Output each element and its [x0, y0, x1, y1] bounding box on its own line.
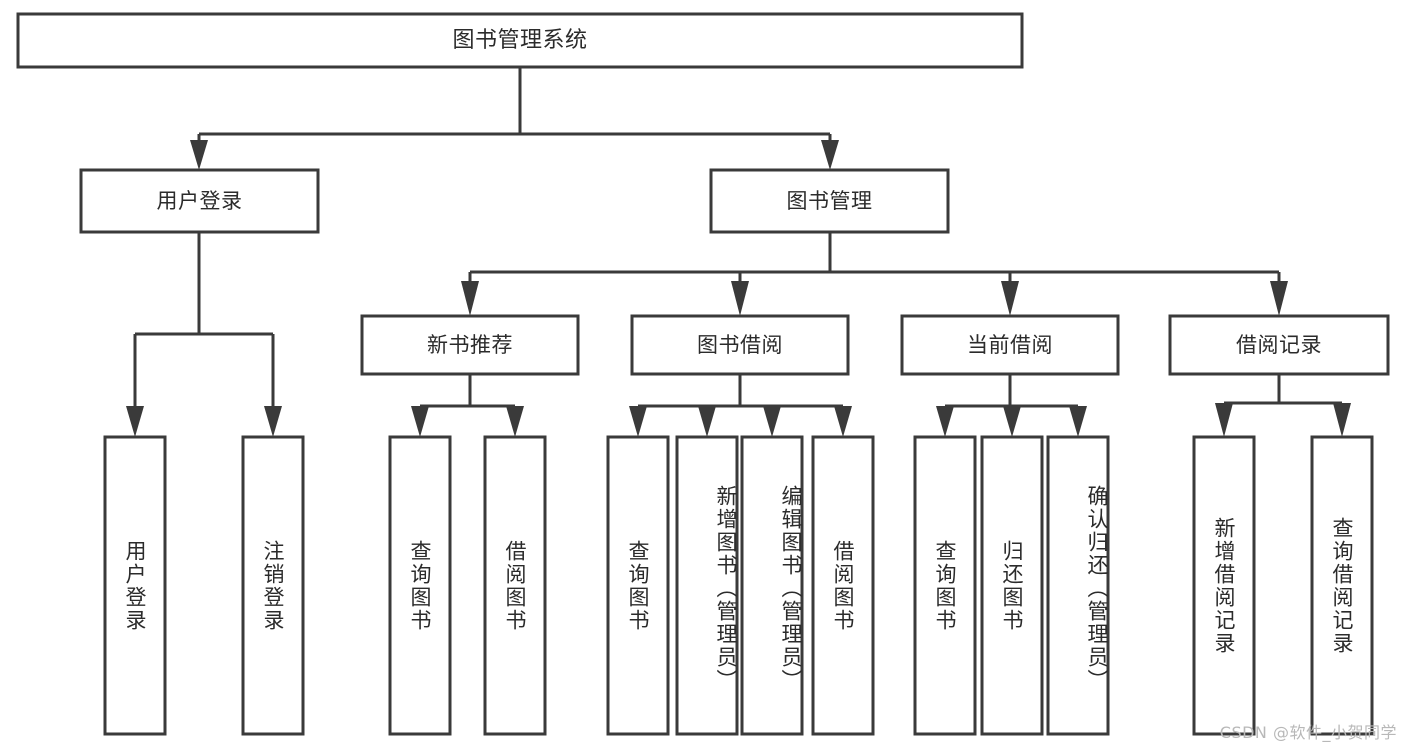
node-box-leaf-current-borrow-2[interactable]: [980, 435, 1044, 736]
node-box-leaf-current-borrow-3[interactable]: [1046, 435, 1110, 736]
node-box-leaf-user-login-2[interactable]: [241, 435, 305, 736]
arrow-bookborrow-leaf-3: [763, 406, 781, 437]
node-box-leaf-borrow-record-2[interactable]: [1310, 435, 1374, 736]
arrow-bookmanage-to-book-borrow: [731, 281, 749, 316]
node-box-user-login[interactable]: [79, 168, 320, 234]
node-box-root[interactable]: [16, 12, 1024, 69]
arrow-bookmanage-to-current-borrow: [1001, 281, 1019, 316]
node-box-leaf-new-book-2[interactable]: [483, 435, 547, 736]
node-box-leaf-borrow-record-1[interactable]: [1192, 435, 1256, 736]
node-box-book-borrow[interactable]: [630, 314, 850, 376]
arrow-currentborrow-leaf-3: [1069, 406, 1087, 437]
node-box-leaf-book-borrow-4[interactable]: [811, 435, 875, 736]
arrow-borrowrecord-leaf-2: [1333, 403, 1351, 437]
arrow-bookmanage-to-borrow-record: [1270, 281, 1288, 316]
node-box-leaf-current-borrow-1[interactable]: [913, 435, 977, 736]
arrow-currentborrow-leaf-1: [936, 406, 954, 437]
connectors-group: [126, 67, 1351, 437]
watermark-text: CSDN @软件_小贺同学: [1219, 723, 1397, 742]
node-box-borrow-record[interactable]: [1168, 314, 1390, 376]
node-box-leaf-user-login-1[interactable]: [103, 435, 167, 736]
node-boxes-group: [16, 12, 1390, 736]
node-box-leaf-new-book-1[interactable]: [388, 435, 452, 736]
arrow-newbook-leaf-1: [411, 406, 429, 437]
arrow-bookborrow-leaf-4: [834, 406, 852, 437]
node-box-book-manage[interactable]: [709, 168, 950, 234]
arrow-bookborrow-leaf-2: [698, 406, 716, 437]
node-box-leaf-book-borrow-1[interactable]: [606, 435, 670, 736]
arrow-bookborrow-leaf-1: [629, 406, 647, 437]
arrow-newbook-leaf-2: [506, 406, 524, 437]
node-box-leaf-book-borrow-2[interactable]: [675, 435, 739, 736]
node-box-current-borrow[interactable]: [900, 314, 1120, 376]
arrow-userlogin-leaf-2: [264, 406, 282, 437]
node-box-leaf-book-borrow-3[interactable]: [740, 435, 804, 736]
arrow-currentborrow-leaf-2: [1003, 406, 1021, 437]
arrow-borrowrecord-leaf-1: [1215, 403, 1233, 437]
arrow-userlogin-leaf-1: [126, 406, 144, 437]
arrow-root-to-book-manage: [821, 140, 839, 170]
arrow-root-to-user-login: [190, 140, 208, 170]
arrow-bookmanage-to-new-book: [461, 281, 479, 316]
node-box-new-book-recommend[interactable]: [360, 314, 580, 376]
